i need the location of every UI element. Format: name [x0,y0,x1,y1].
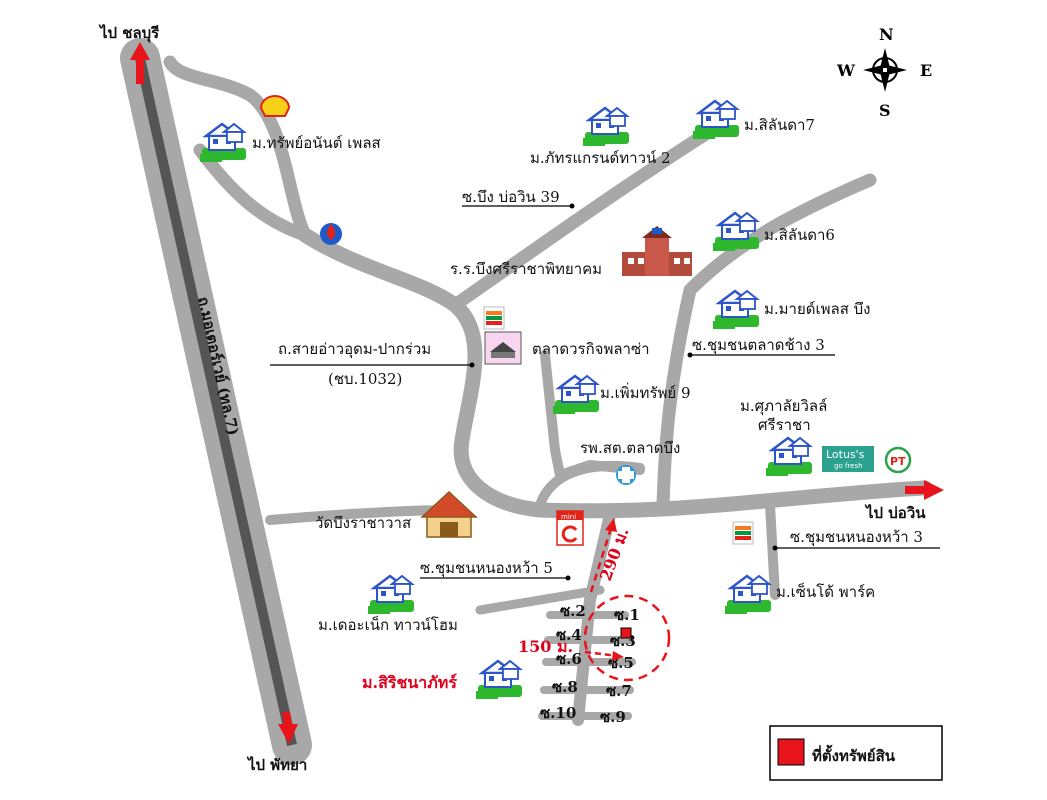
label-chumchon-nongwa3: ซ.ชุมชนหนองหว้า 3 [790,528,923,547]
soi-label: ซ.9 [600,708,626,726]
label-school: ร.ร.บึงศรีราชาพิทยาคม [450,260,602,278]
house-icon [474,659,524,701]
temple-icon [420,490,478,538]
label-silanda7: ม.สิลันดา7 [744,116,815,134]
soi-label: ซ.6 [556,650,582,668]
compass-rose-icon [863,48,907,92]
market-icon [484,331,522,365]
south-arrow-pattaya [278,712,298,744]
house-icon [691,99,741,141]
label-road-sai: ถ.สายอ่าวอุดม-ปากร่วม [278,340,431,359]
legend: ที่ตั้งทรัพย์สิน [769,725,943,781]
label-chumchon-nongwa5: ซ.ชุมชนหนองหว้า 5 [420,559,553,578]
label-phat-grand: ม.ภัทรแกรนด์ทาวน์ 2 [530,149,671,167]
house-icon [711,211,761,253]
house-icon [764,436,814,478]
label-the-next: ม.เดอะเน็ก ทาวน์โฮม [318,615,458,634]
compass-n: N [879,25,894,44]
shell-station-icon [259,95,291,117]
soi-label: ซ.2 [560,602,586,620]
property-area-circle [583,594,671,682]
soi-label: ซ.1 [614,606,640,624]
house-icon [581,106,631,148]
distance-150-arrow [584,650,624,661]
lotus-gofresh-icon: Lotus's go fresh [822,446,874,472]
property-marker [620,627,632,639]
road-network [120,38,933,765]
direction-bowin: ไป บ่อวิน [864,503,926,522]
soi-label: ซ.4 [556,626,582,644]
label-market: ตลาดวรกิจพลาซ่า [532,340,650,358]
house-icon [551,374,601,416]
distance-290-arrow [589,518,617,593]
north-arrow-chonburi [130,42,150,84]
label-central-park: ม.เซ็นโด้ พาร์ค [776,582,875,601]
east-arrow-bowin [905,480,944,500]
label-sap-anan: ม.ทรัพย์อนันต์ เพลส [252,134,381,152]
label-supalai-2: ศรีราชา [758,416,811,434]
compass-s: S [879,101,891,120]
label-mind-place: ม.มายด์เพลส บึง [764,300,870,318]
label-chumchon-talat: ซ.ชุมชนตลาดช้าง 3 [692,336,825,355]
label-phoem-sap: ม.เพิ่มทรัพย์ 9 [600,382,691,402]
compass-e: E [920,61,932,80]
legend-label: ที่ตั้งทรัพย์สิน [812,744,896,765]
label-supalai-1: ม.ศุภาลัยวิลล์ [740,397,827,416]
soi-label: ซ.8 [552,678,578,696]
house-icon [198,122,248,164]
hospital-icon [616,465,636,485]
pt-station-icon: PT [884,446,912,474]
label-road-code: (ชบ.1032) [328,370,402,388]
seven-eleven-icon [732,521,754,545]
svg-text:Lotus's: Lotus's [826,448,865,461]
label-sirichana: ม.สิริชนาภัทร์ [362,673,457,692]
house-icon [723,574,773,616]
svg-text:mini: mini [561,513,576,521]
label-silanda6: ม.สิลันดา6 [764,226,835,244]
legend-swatch [777,738,805,766]
soi-label: ซ.10 [540,704,576,722]
direction-pattaya: ไป พัทยา [246,755,307,774]
label-soi-bueng39: ซ.บึง บ่อวิน 39 [462,188,560,206]
soi-label: ซ.7 [606,682,632,700]
direction-chonburi: ไป ชลบุรี [98,23,160,43]
distance-150: 150 ม. [518,637,573,656]
house-icon [711,289,761,331]
label-temple: วัดบึงราชาวาส [315,514,411,532]
svg-text:PT: PT [890,455,906,468]
label-hospital: รพ.สต.ตลาดบึง [580,439,680,457]
ptt-station-icon [320,223,342,245]
mini-c-icon: mini [556,510,584,546]
house-icon [366,574,416,616]
compass-w: W [836,61,856,80]
school-icon [622,226,692,276]
seven-eleven-icon [483,306,505,330]
svg-text:go fresh: go fresh [834,462,863,470]
